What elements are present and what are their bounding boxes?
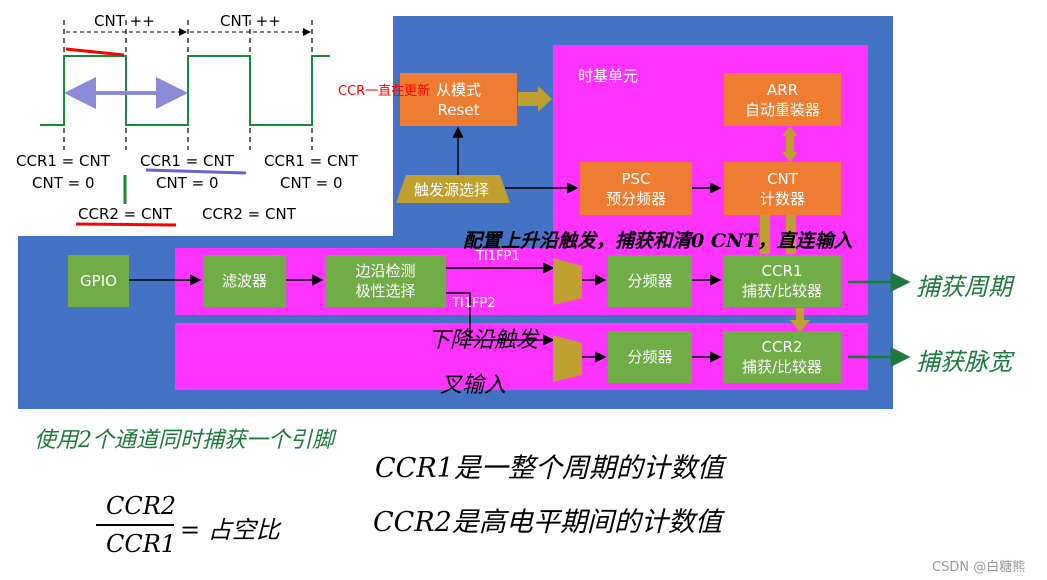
cnt-label: CNT [767,169,798,188]
slave-mode-block: 从模式 Reset [400,73,517,126]
trigger-select-label: 触发源选择 [414,181,490,199]
ccr2-label: CCR2 [761,338,803,356]
cnt0-left-label: CNT = 0 [32,174,95,192]
filter-label: 滤波器 [221,272,267,290]
falling-edge-note: 下降沿触发 [428,328,539,353]
timebase-title: 时基单元 [578,67,639,85]
arr-label: ARR [766,80,799,99]
cnt-inc-label-2: CNT ++ [220,12,281,30]
ccr1-desc: 捕获/比较器 [741,282,823,300]
cnt-desc: 计数器 [759,189,805,208]
ccr1-block: CCR1 捕获/比较器 [723,255,841,307]
filter-block: 滤波器 [203,255,286,307]
rising-edge-note: 配置上升沿触发，捕获和清0 CNT，直连输入 [463,230,853,252]
capture-pulse-note: 捕获脉宽 [916,348,1012,376]
polarity-select-label: 极性选择 [355,282,416,300]
fraction-denominator: CCR1 [106,530,177,558]
cnt0-right-label: CNT = 0 [280,174,343,192]
timing-panel [0,0,393,236]
ccr2-right-label: CCR2 = CNT [202,205,296,223]
cnt-block: CNT 计数器 [724,162,841,215]
watermark: CSDN @白糖熊 [932,560,1026,575]
divider2-block: 分频器 [608,331,692,383]
slave-mode-reset: Reset [437,100,480,119]
divider1-label: 分频器 [627,272,673,290]
ccr1-right-label: CCR1 = CNT [264,152,358,170]
arr-desc: 自动重装器 [744,100,820,119]
gpio-label: GPIO [80,272,117,290]
slave-mode-label: 从模式 [435,80,481,99]
cnt0-mid-label: CNT = 0 [156,174,219,192]
ti1fp2-label: TI1FP2 [452,296,496,311]
divider2-label: 分频器 [627,348,673,366]
ccr1-label: CCR1 [761,262,803,280]
trigger-select-block: 触发源选择 [396,175,510,203]
psc-desc: 预分频器 [605,189,666,208]
capture-period-note: 捕获周期 [916,273,1012,301]
duty-cycle-label: = 占空比 [180,516,280,544]
ccr2-left-label: CCR2 = CNT [78,205,172,223]
ccr2-description: CCR2是高电平期间的计数值 [373,507,722,538]
gpio-block: GPIO [68,255,129,307]
ccr1-left-label: CCR1 = CNT [16,152,110,170]
psc-block: PSC 预分频器 [580,162,692,215]
ccr2-desc: 捕获/比较器 [741,358,823,376]
divider1-block: 分频器 [608,255,692,307]
two-channels-note: 使用2个通道同时捕获一个引脚 [34,428,334,453]
ccr1-description: CCR1是一整个周期的计数值 [375,453,724,484]
ccr-update-note: CCR一直在更新 [338,84,431,99]
edge-detect-block: 边沿检测 极性选择 [325,255,446,307]
cnt-inc-label-1: CNT ++ [94,12,155,30]
ccr1-mid-label: CCR1 = CNT [140,152,234,170]
ccr2-block: CCR2 捕获/比较器 [723,331,841,383]
ti1fp1-label: TI1FP1 [476,249,520,264]
cross-input-note: 叉输入 [440,373,507,398]
arr-block: ARR 自动重装器 [724,73,841,126]
psc-label: PSC [621,169,651,188]
fraction-numerator: CCR2 [106,492,177,520]
edge-detect-label: 边沿检测 [355,262,416,280]
